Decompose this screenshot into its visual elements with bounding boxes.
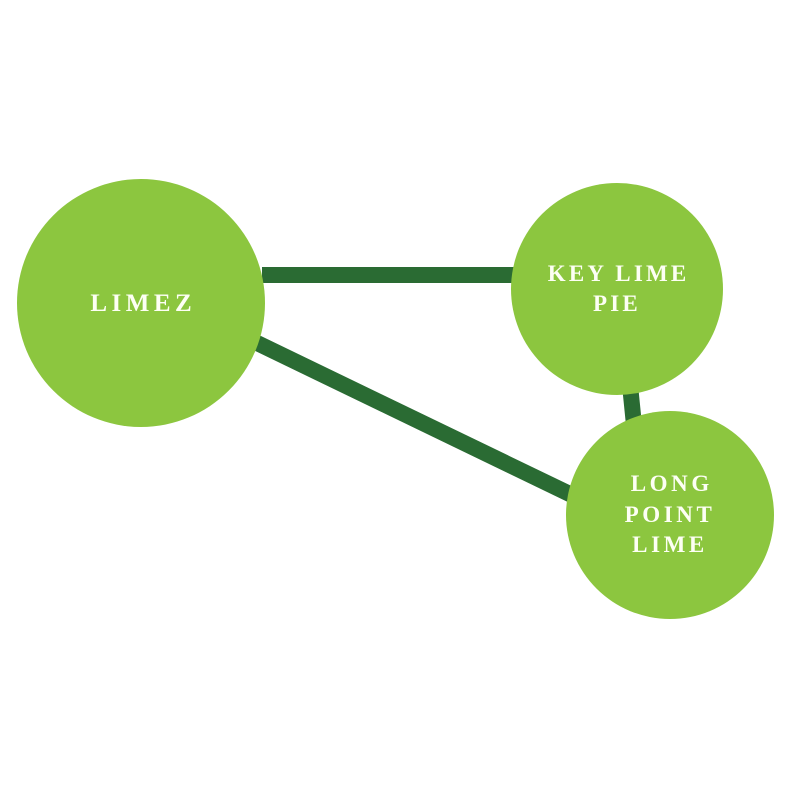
- node-key-lime-pie-label: KEY LIME PIE: [547, 260, 690, 316]
- edge-limez-long-point-lime[interactable]: [253, 335, 582, 506]
- node-long-point-lime-label: LONG POINT LIME: [624, 471, 716, 558]
- node-limez-label: LIMEZ: [90, 289, 197, 317]
- node-long-point-lime[interactable]: LONG POINT LIME: [566, 411, 774, 619]
- node-key-lime-pie[interactable]: KEY LIME PIE: [511, 183, 723, 395]
- node-limez[interactable]: LIMEZ: [17, 179, 265, 427]
